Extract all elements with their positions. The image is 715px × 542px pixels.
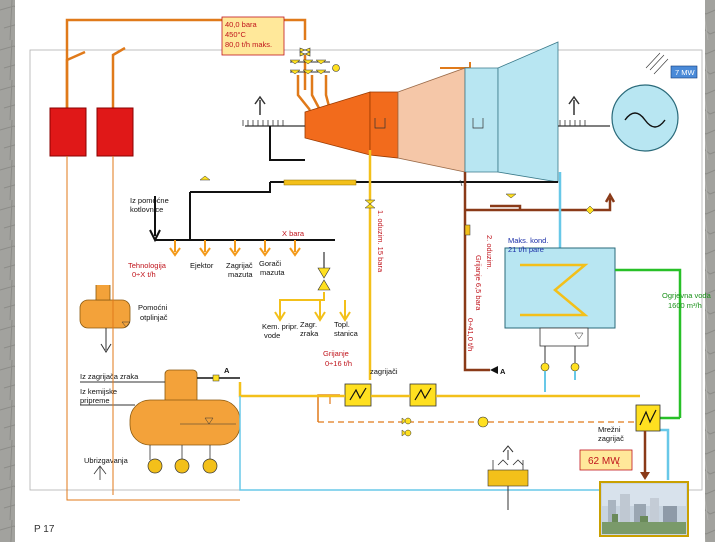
- steam-param-temperature: 450°C: [225, 30, 247, 39]
- aux-degasser: [79, 299, 131, 329]
- air-heat-line-2: zraka: [300, 329, 319, 338]
- point-a-left: A: [224, 366, 230, 375]
- injection-label: Ubrizgavanja: [84, 456, 129, 465]
- feed-tank: [129, 399, 241, 446]
- air-heat-line-1: Zagr.: [300, 320, 317, 329]
- from-air-heater: Iz zagrijača zraka: [80, 372, 139, 381]
- heaters-label: zagrijači: [370, 367, 398, 376]
- condenser-coil: [520, 263, 589, 317]
- heat-output-sub: t: [618, 463, 620, 469]
- aux-degasser-line-2: otplinjač: [140, 313, 168, 322]
- network-heater-line-2: zagrijač: [598, 434, 624, 443]
- steam-valve-cluster[interactable]: [289, 47, 340, 75]
- aux-degasser-line-1: Pomoćni: [138, 303, 168, 312]
- boiler-2: [96, 107, 134, 157]
- heating-line-2: 0÷16 t/h: [325, 359, 352, 368]
- extraction-2-line: [463, 172, 616, 372]
- air-heater-line-2: mazuta: [228, 270, 253, 279]
- injection-pump-2: [174, 458, 190, 474]
- generator: [611, 84, 679, 152]
- condenser-line-1: Maks. kond.: [508, 236, 548, 245]
- district-water-line-1: Ogrjevna voda: [662, 291, 712, 300]
- sine-wave-icon: [624, 112, 666, 128]
- steam-params-box: [221, 16, 285, 56]
- district-water-line-2: 1600 m³/h: [668, 301, 702, 310]
- generator-power-box: [670, 65, 698, 79]
- boiler-steam-lines: [65, 18, 332, 111]
- extraction-1-label: 1. oduzim. 15 bara: [376, 210, 385, 273]
- generator-power: 7 MW: [675, 68, 696, 77]
- steam-param-flow: 80,0 t/h maks.: [225, 40, 272, 49]
- from-chem-prep-line-2: pripreme: [80, 396, 110, 405]
- slide-number: P 17: [34, 524, 55, 535]
- air-heater-line-1: Zagrijač: [226, 261, 253, 270]
- injection-pump-3: [202, 458, 218, 474]
- fuel-burners-line-2: mazuta: [260, 268, 285, 277]
- heat-station-line-1: Topl.: [334, 320, 350, 329]
- x-bara-header: [169, 240, 301, 257]
- ejector-label: Ejektor: [190, 261, 214, 270]
- aux-boiler-line-2: kotlovnice: [130, 205, 163, 214]
- chem-prep-line-2: vode: [264, 331, 280, 340]
- city-image: [599, 481, 689, 537]
- turbine-bearings: [242, 95, 586, 126]
- chem-prep-line-1: Kem. pripr.: [262, 322, 298, 331]
- heat-station-line-2: stanica: [334, 329, 359, 338]
- from-chem-prep-line-1: Iz kemijske: [80, 387, 117, 396]
- fuel-burners-line-1: Gorači: [259, 259, 281, 268]
- heating-flow-label: 0÷41,0 t/h: [466, 318, 475, 351]
- extraction-2-label: 2. oduzim.: [485, 235, 494, 270]
- heat-output: 62 MW: [588, 456, 620, 467]
- steam-param-pressure: 40,0 bara: [225, 20, 258, 29]
- feed-pump: [477, 416, 489, 428]
- heat-output-box: [579, 449, 633, 471]
- district-water-line: [615, 268, 682, 420]
- aux-boiler-line-1: Iz pomoćne: [130, 196, 169, 205]
- point-a-right: A: [500, 367, 506, 376]
- x-bara-label: X bara: [282, 229, 305, 238]
- heating-extraction-label: Grijanje 6,5 bara: [474, 255, 483, 311]
- boiler-1: [49, 107, 87, 157]
- heating-line-1: Grijanje: [323, 349, 349, 358]
- tech-consumer-line-1: Tehnologija: [128, 261, 167, 270]
- condenser-line-2: 21 t/h pare: [508, 245, 544, 254]
- network-heater-line-1: Mrežni: [598, 425, 621, 434]
- tech-consumer-line-2: 0÷X t/h: [132, 270, 156, 279]
- injection-pump-1: [147, 458, 163, 474]
